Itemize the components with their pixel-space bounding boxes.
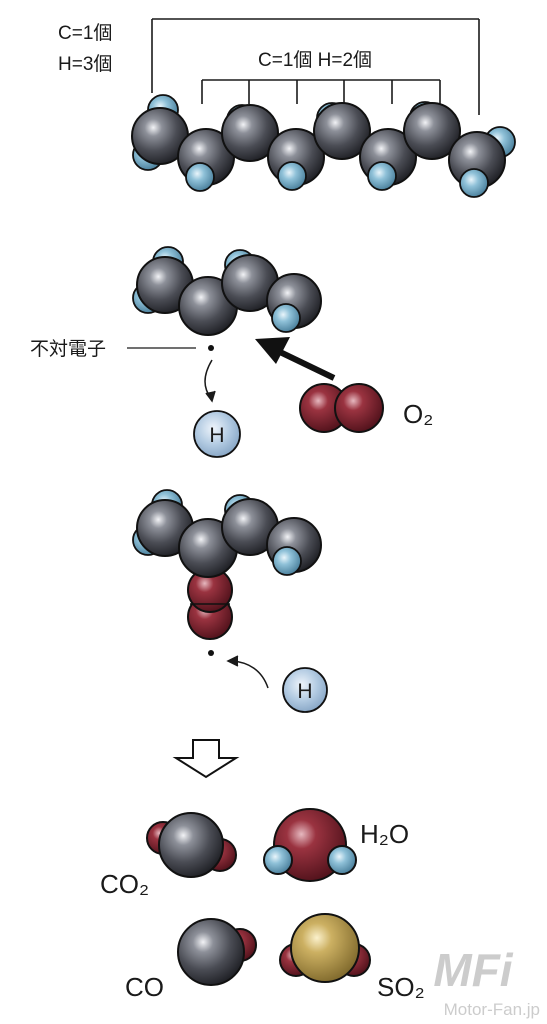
sulfur-atom: [290, 913, 360, 983]
svg-text:H: H: [209, 424, 224, 447]
svg-text:H: H: [297, 680, 312, 703]
hydrogen-atom: [367, 161, 397, 191]
carbon-monoxide-molecule: [177, 918, 257, 986]
unpaired-electron-dot: [208, 345, 214, 351]
carbon-atom: [403, 102, 461, 160]
hydrogen-atom: [272, 546, 302, 576]
unpaired-electron-callout: 不対電子: [30, 338, 214, 360]
sulfur-dioxide-molecule: [279, 913, 371, 983]
carbon-monoxide-label: CO: [125, 972, 164, 1002]
terminal-group-label-carbon: C=1個: [58, 22, 112, 44]
hydrogen-atom: [263, 845, 293, 875]
free-hydrogen-atom-1: H: [193, 410, 241, 458]
oxygen-molecule-label: O₂: [403, 399, 433, 429]
oxygen-molecule: [299, 383, 384, 433]
hydrogen-atom: [271, 303, 301, 333]
oxygen-attack-arrow: [255, 337, 336, 381]
sulfur-dioxide-label: SO₂: [377, 972, 425, 1002]
water-label: H₂O: [360, 819, 409, 849]
motor-fan-watermark: MFi Motor-Fan.jp: [433, 944, 540, 1019]
alkane-chain-molecule: C=1個 H=3個 C=1個 H=2個: [58, 18, 516, 198]
unpaired-electron-label: 不対電子: [30, 338, 106, 360]
carbon-atom: [177, 918, 245, 986]
chain-unit-bracket: [201, 79, 441, 104]
carbon-dioxide-molecule: [146, 812, 237, 878]
terminal-group-bracket: [151, 18, 480, 115]
unpaired-electron-dot-2: [208, 650, 214, 656]
hydrogen-abstraction-arrow: [204, 359, 216, 403]
hydrogen-approach-arrow: [226, 655, 269, 689]
radical-fragment-molecule: [132, 246, 322, 336]
carbon-atom: [313, 102, 371, 160]
hydrogen-atom: [277, 161, 307, 191]
hydrogen-atom: [327, 845, 357, 875]
free-hydrogen-atom-2: H: [282, 667, 328, 713]
carbon-dioxide-label: CO₂: [100, 869, 149, 899]
hydrogen-atom: [459, 168, 489, 198]
watermark-logo: MFi: [433, 944, 513, 996]
result-arrow-icon: [172, 739, 240, 779]
carbon-atom: [158, 812, 224, 878]
watermark-site: Motor-Fan.jp: [444, 1000, 540, 1019]
peroxy-radical-molecule: [132, 489, 322, 640]
chain-unit-label: C=1個 H=2個: [258, 49, 372, 71]
terminal-group-label-hydrogen: H=3個: [58, 53, 112, 75]
carbon-atom: [221, 104, 279, 162]
water-molecule: [263, 808, 357, 882]
oxygen-atom: [334, 383, 384, 433]
hydrogen-atom: [185, 162, 215, 192]
